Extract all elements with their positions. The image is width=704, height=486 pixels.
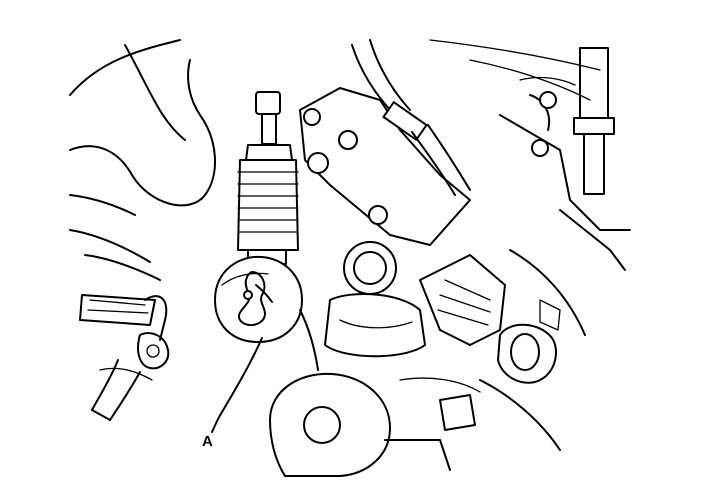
callout-a: A xyxy=(202,337,263,450)
rubber-bushing xyxy=(497,323,557,384)
cable-upper xyxy=(351,39,471,196)
engine-housing-left xyxy=(69,39,216,281)
lock-clip xyxy=(238,271,273,326)
pivot-joint xyxy=(299,241,506,371)
strut-right xyxy=(499,47,631,271)
transmission-body xyxy=(429,39,601,451)
callout-leader-line xyxy=(211,337,263,433)
cable-end-eyelet xyxy=(214,255,303,343)
flange-hub xyxy=(269,372,481,477)
linkage-plate xyxy=(299,87,471,246)
bracket-lower-left xyxy=(79,294,170,421)
callout-label-a: A xyxy=(202,433,213,450)
shift-cable-boot xyxy=(237,91,299,265)
